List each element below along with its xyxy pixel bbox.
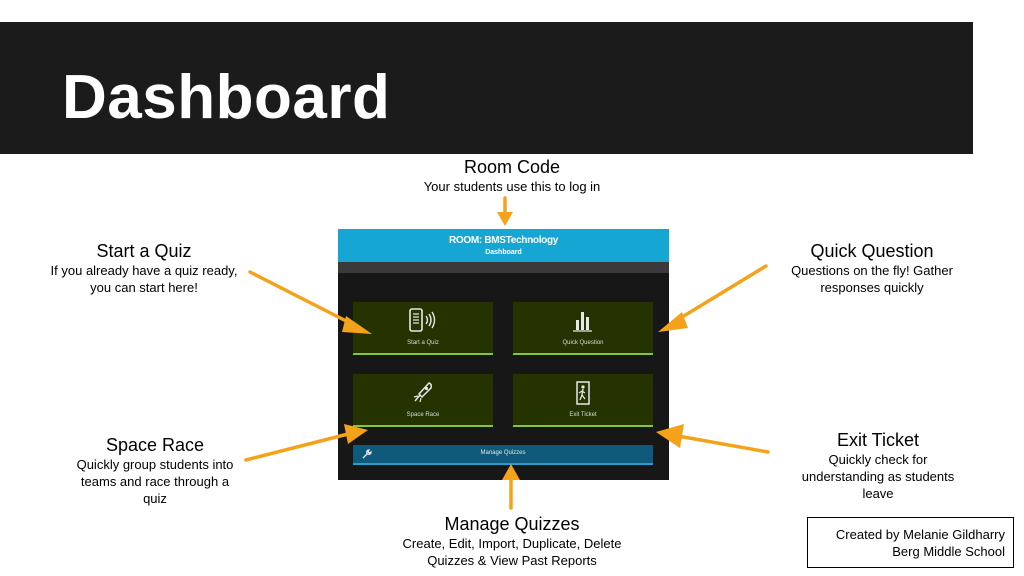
callout-manage-quizzes-desc-1: Create, Edit, Import, Duplicate, Delete xyxy=(402,536,622,551)
quick-question-arrow xyxy=(658,264,768,332)
manage-quizzes-button-label: Manage Quizzes xyxy=(480,450,526,456)
slide-title: Dashboard xyxy=(62,63,391,132)
wrench-icon xyxy=(362,449,372,459)
app-page-title: Dashboard xyxy=(485,249,522,256)
exit-door-icon xyxy=(513,380,653,406)
callout-start-quiz: Start a Quiz If you already have a quiz … xyxy=(34,240,254,296)
callout-quick-question-desc-2: responses quickly xyxy=(820,280,924,295)
callout-space-race-heading: Space Race xyxy=(105,435,205,455)
quick-question-tile-label: Quick Question xyxy=(562,340,604,346)
callout-quick-question-heading: Quick Question xyxy=(810,241,934,261)
callout-start-quiz-heading: Start a Quiz xyxy=(96,241,192,261)
exit-ticket-tile[interactable]: Exit Ticket xyxy=(513,374,653,427)
callout-exit-ticket-desc-1: Quickly check for xyxy=(828,452,928,467)
room-code-arrow xyxy=(497,196,513,226)
callout-start-quiz-desc-2: you can start here! xyxy=(90,280,198,295)
phone-signal-icon xyxy=(353,308,493,334)
start-quiz-tile[interactable]: Start a Quiz xyxy=(353,302,493,355)
callout-manage-quizzes-heading: Manage Quizzes xyxy=(444,514,580,534)
callout-space-race-desc-1: Quickly group students into xyxy=(76,457,234,472)
callout-exit-ticket: Exit Ticket Quickly check for understand… xyxy=(783,429,973,502)
callout-quick-question-desc-1: Questions on the fly! Gather xyxy=(791,263,953,278)
callout-room-code: Room Code Your students use this to log … xyxy=(412,156,612,195)
callout-quick-question: Quick Question Questions on the fly! Gat… xyxy=(772,240,972,296)
callout-start-quiz-desc-1: If you already have a quiz ready, xyxy=(50,263,238,278)
bar-chart-icon xyxy=(513,308,653,334)
room-code-label: ROOM: BMSTechnology xyxy=(448,235,559,246)
app-dashboard-screenshot: ROOM: BMSTechnology Dashboard Start a Qu… xyxy=(338,229,669,480)
space-race-tile[interactable]: Space Race xyxy=(353,374,493,427)
credit-school: Berg Middle School xyxy=(892,544,1005,559)
space-race-tile-label: Space Race xyxy=(406,412,440,418)
start-quiz-arrow xyxy=(248,270,372,334)
callout-manage-quizzes-desc-2: Quizzes & View Past Reports xyxy=(427,553,597,568)
title-bar xyxy=(0,22,973,154)
callout-space-race-desc-2: teams and race through a xyxy=(80,474,230,489)
callout-room-code-heading: Room Code xyxy=(463,157,561,177)
app-header: ROOM: BMSTechnology Dashboard xyxy=(338,229,669,262)
callout-exit-ticket-heading: Exit Ticket xyxy=(836,430,920,450)
callout-manage-quizzes: Manage Quizzes Create, Edit, Import, Dup… xyxy=(372,513,652,569)
callout-exit-ticket-desc-3: leave xyxy=(862,486,894,501)
exit-ticket-tile-label: Exit Ticket xyxy=(569,412,597,418)
callout-space-race: Space Race Quickly group students into t… xyxy=(60,434,250,507)
callout-exit-ticket-desc-2: understanding as students xyxy=(801,469,955,484)
callout-room-code-desc: Your students use this to log in xyxy=(423,179,601,194)
start-quiz-tile-label: Start a Quiz xyxy=(407,340,439,346)
credit-box: Created by Melanie Gildharry Berg Middle… xyxy=(807,517,1014,568)
rocket-icon xyxy=(353,380,493,406)
space-race-arrow xyxy=(244,424,368,462)
credit-author: Created by Melanie Gildharry xyxy=(835,527,1005,542)
callout-space-race-desc-3: quiz xyxy=(143,491,167,506)
manage-quizzes-button[interactable]: Manage Quizzes xyxy=(353,445,653,465)
app-nav-strip xyxy=(338,262,669,273)
quick-question-tile[interactable]: Quick Question xyxy=(513,302,653,355)
exit-ticket-arrow xyxy=(656,424,770,454)
manage-quizzes-arrow xyxy=(502,464,520,510)
